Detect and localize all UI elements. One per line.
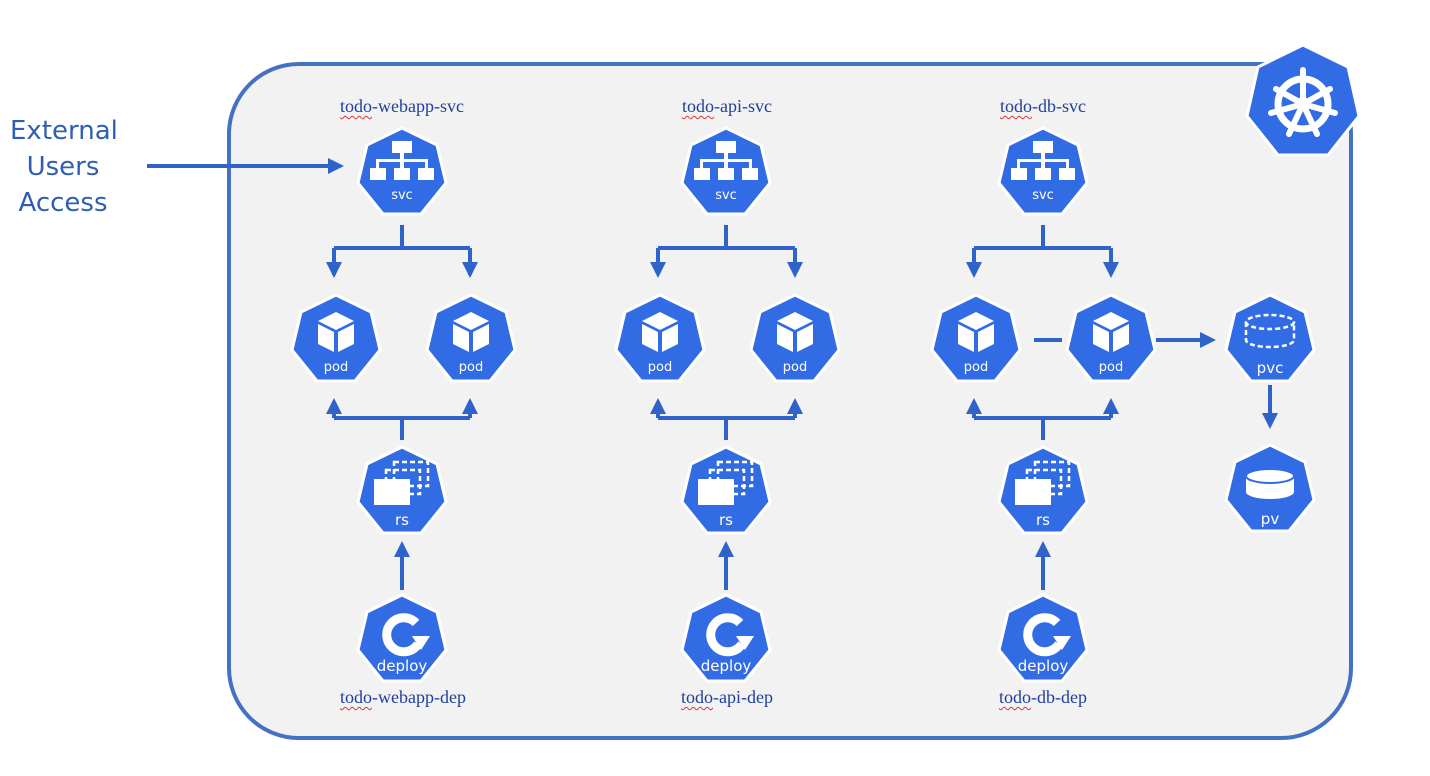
db-replicaset-node: rs bbox=[995, 444, 1091, 540]
external-users-access-label: External Users Access bbox=[10, 113, 118, 221]
db-deployment-name: todo-db-dep bbox=[999, 687, 1087, 707]
api-deployment-node: deploy bbox=[678, 592, 774, 688]
api-deployment-name: todo-api-dep bbox=[681, 687, 773, 707]
api-service-node: svc bbox=[678, 125, 774, 221]
rs-node-label: rs bbox=[1036, 511, 1050, 529]
pod-node-label: pod bbox=[782, 360, 808, 375]
webapp-rs-to-pods-arrow bbox=[334, 416, 470, 440]
cube-icon bbox=[1065, 293, 1157, 383]
pv-node-label: pv bbox=[1260, 510, 1280, 528]
cube-icon bbox=[425, 293, 517, 383]
service-tree-icon bbox=[997, 126, 1089, 216]
api-svc-to-pods-arrow bbox=[658, 225, 795, 250]
webapp-pod-node: pod bbox=[423, 292, 519, 388]
svc-node-label: svc bbox=[715, 188, 737, 203]
db-pod-node: pod bbox=[1063, 292, 1159, 388]
db-deployment-node: deploy bbox=[995, 592, 1091, 688]
external-label-line: Users bbox=[26, 152, 100, 182]
stacked-windows-icon bbox=[997, 445, 1089, 535]
deploy-node-label: deploy bbox=[1017, 657, 1069, 675]
pod-node-label: pod bbox=[458, 360, 484, 375]
pvc-node-label: pvc bbox=[1256, 359, 1284, 377]
db-service-node: svc bbox=[995, 125, 1091, 221]
pod-node-label: pod bbox=[963, 360, 989, 375]
db-pod-node: pod bbox=[928, 292, 1024, 388]
pod-node-label: pod bbox=[1098, 360, 1124, 375]
db-service-name: todo-db-svc bbox=[1000, 96, 1086, 116]
cube-icon bbox=[930, 293, 1022, 383]
rs-node-label: rs bbox=[719, 511, 733, 529]
persistent-volume-node: pv bbox=[1222, 442, 1318, 538]
stacked-windows-icon bbox=[356, 445, 448, 535]
cylinder-icon bbox=[1224, 443, 1316, 533]
pod-node-label: pod bbox=[323, 360, 349, 375]
svc-node-label: svc bbox=[1032, 188, 1054, 203]
cube-icon bbox=[614, 293, 706, 383]
api-rs-to-pods-arrow bbox=[658, 416, 795, 440]
svc-node-label: svc bbox=[391, 188, 413, 203]
external-label-line: Access bbox=[18, 188, 108, 218]
api-service-name: todo-api-svc bbox=[682, 96, 772, 116]
webapp-pod-node: pod bbox=[288, 292, 384, 388]
cube-icon bbox=[749, 293, 841, 383]
stacked-windows-icon bbox=[680, 445, 772, 535]
rotate-arrow-icon bbox=[356, 593, 448, 683]
deploy-node-label: deploy bbox=[700, 657, 752, 675]
persistent-volume-claim-node: pvc bbox=[1222, 292, 1318, 388]
service-tree-icon bbox=[356, 126, 448, 216]
webapp-deployment-node: deploy bbox=[354, 592, 450, 688]
service-tree-icon bbox=[680, 126, 772, 216]
kubernetes-helm-wheel-icon bbox=[1245, 43, 1361, 157]
kubernetes-logo bbox=[1244, 42, 1362, 164]
cube-icon bbox=[290, 293, 382, 383]
rotate-arrow-icon bbox=[680, 593, 772, 683]
webapp-replicaset-node: rs bbox=[354, 444, 450, 540]
rotate-arrow-icon bbox=[997, 593, 1089, 683]
dashed-cylinder-icon bbox=[1224, 293, 1316, 383]
external-label-line: External bbox=[10, 116, 118, 146]
rs-node-label: rs bbox=[395, 511, 409, 529]
webapp-deployment-name: todo-webapp-dep bbox=[340, 687, 466, 707]
db-svc-to-pods-arrow bbox=[974, 225, 1111, 250]
webapp-service-name: todo-webapp-svc bbox=[340, 96, 464, 116]
webapp-svc-to-pods-arrow bbox=[332, 225, 472, 275]
deploy-node-label: deploy bbox=[376, 657, 428, 675]
api-pod-node: pod bbox=[747, 292, 843, 388]
db-rs-to-pods-arrow bbox=[974, 416, 1111, 440]
api-pod-node: pod bbox=[612, 292, 708, 388]
pod-node-label: pod bbox=[647, 360, 673, 375]
webapp-service-node: svc bbox=[354, 125, 450, 221]
api-replicaset-node: rs bbox=[678, 444, 774, 540]
